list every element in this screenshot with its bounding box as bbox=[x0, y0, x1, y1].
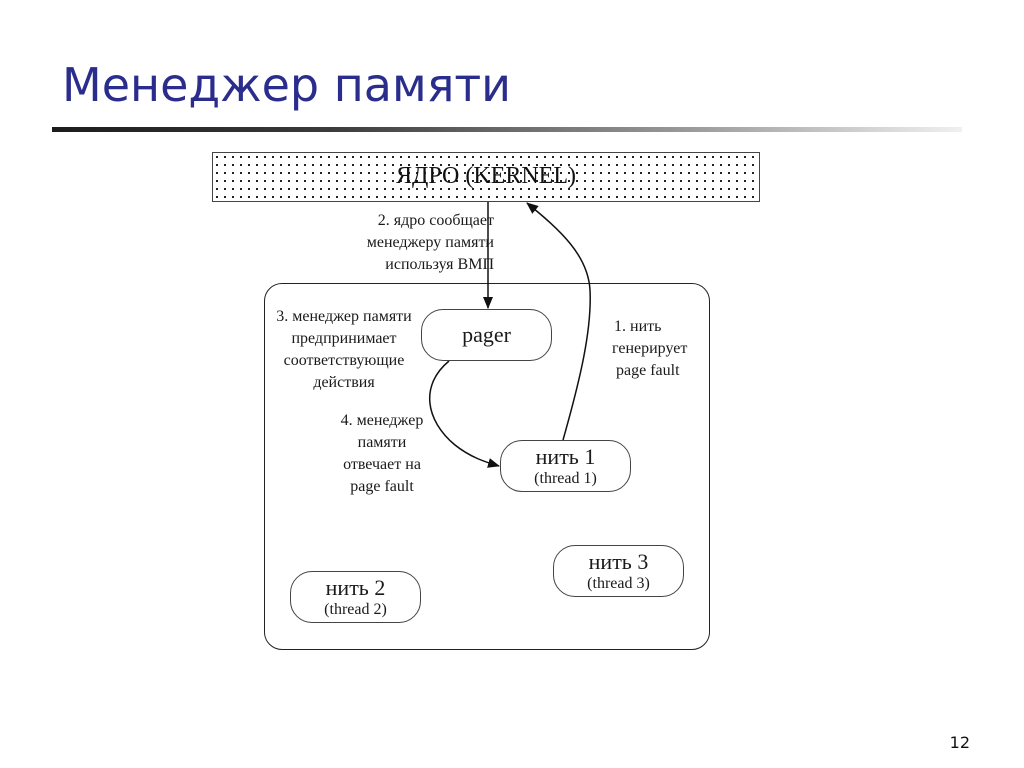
note-step-1-line: генерирует bbox=[612, 340, 688, 357]
note-step-4: 4. менеджер памяти отвечает на page faul… bbox=[320, 410, 444, 498]
note-step-4-line: памяти bbox=[357, 434, 407, 451]
note-step-3-line: 3. менеджер памяти bbox=[276, 308, 412, 325]
title-underline bbox=[52, 127, 962, 132]
pager-label: pager bbox=[462, 322, 511, 347]
note-step-3-line: соответствующие bbox=[283, 352, 405, 369]
note-step-1-line: page fault bbox=[616, 362, 680, 379]
thread-3-sublabel: (thread 3) bbox=[587, 575, 650, 592]
kernel-box bbox=[212, 152, 760, 202]
note-step-2-line: менеджеру памяти bbox=[366, 234, 494, 251]
note-step-4-line: page fault bbox=[350, 478, 414, 495]
note-step-2: 2. ядро сообщает менеджеру памяти исполь… bbox=[322, 210, 494, 276]
note-step-4-line: отвечает на bbox=[343, 456, 421, 473]
note-step-4-line: 4. менеджер bbox=[340, 412, 424, 429]
kernel-label: ЯДРО (KERNEL) bbox=[396, 163, 576, 189]
note-step-1-line: 1. нить bbox=[614, 318, 662, 335]
note-step-3-line: предпринимает bbox=[291, 330, 397, 347]
thread-2-node: нить 2 (thread 2) bbox=[290, 571, 421, 623]
slide-title: Менеджер памяти bbox=[62, 58, 512, 112]
thread-1-sublabel: (thread 1) bbox=[534, 470, 597, 487]
thread-2-label: нить 2 bbox=[325, 575, 386, 600]
note-step-2-line: 2. ядро сообщает bbox=[377, 212, 494, 229]
thread-2-sublabel: (thread 2) bbox=[324, 601, 387, 618]
note-step-1: 1. нить генерирует page fault bbox=[608, 316, 708, 382]
thread-3-node: нить 3 (thread 3) bbox=[553, 545, 684, 597]
pager-node: pager bbox=[421, 309, 552, 361]
thread-1-node: нить 1 (thread 1) bbox=[500, 440, 631, 492]
note-step-3: 3. менеджер памяти предпринимает соответ… bbox=[262, 306, 426, 394]
arrow-pager-to-thread1 bbox=[428, 360, 500, 468]
kernel-label-wrap: ЯДРО (KERNEL) bbox=[212, 163, 760, 190]
note-step-3-line: действия bbox=[313, 374, 375, 391]
page-number: 12 bbox=[949, 733, 970, 752]
thread-1-label: нить 1 bbox=[535, 444, 596, 469]
thread-3-label: нить 3 bbox=[588, 549, 649, 574]
note-step-2-line: используя ВМП bbox=[385, 256, 494, 273]
arrow-thread1-to-kernel bbox=[526, 202, 591, 441]
address-space-box bbox=[264, 283, 710, 650]
